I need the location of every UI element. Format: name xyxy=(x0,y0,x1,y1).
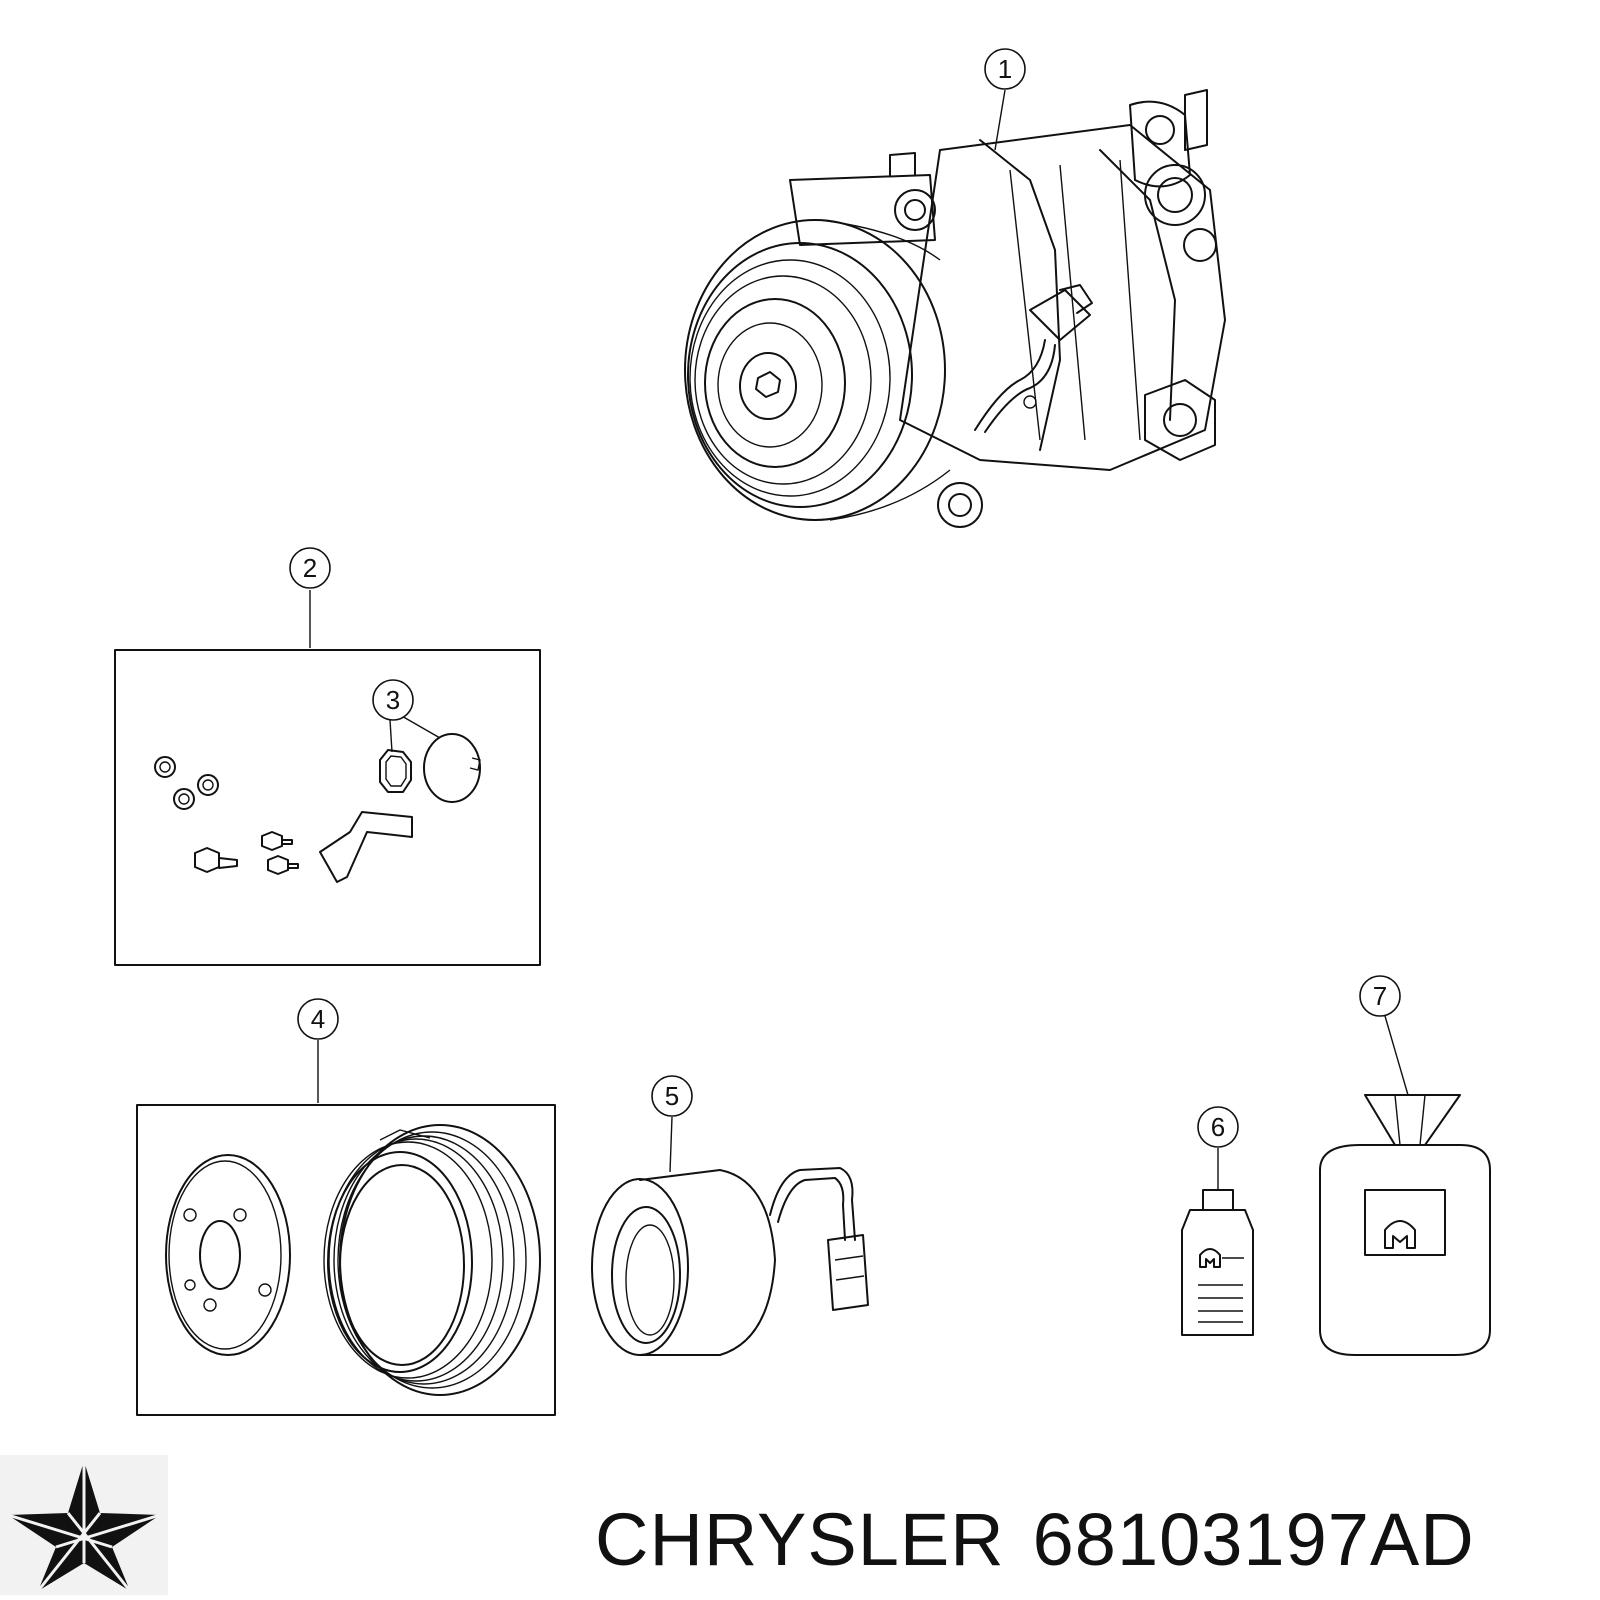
footer: CHRYSLER 68103197AD xyxy=(0,1445,1600,1595)
footer-caption: CHRYSLER 68103197AD xyxy=(595,1497,1503,1582)
compressor-illustration xyxy=(684,89,1226,528)
svg-text:6: 6 xyxy=(1211,1112,1225,1142)
callout-3: 3 xyxy=(372,679,414,721)
leader-lines xyxy=(309,89,1409,1190)
part-number: 68103197AD xyxy=(1032,1498,1475,1581)
chrysler-star-logo xyxy=(0,1455,168,1595)
svg-text:4: 4 xyxy=(311,1004,325,1034)
svg-text:5: 5 xyxy=(665,1081,679,1111)
callout-1: 1 xyxy=(984,48,1026,90)
oil-bottle-illustration xyxy=(1181,1189,1254,1336)
callout-5: 5 xyxy=(651,1075,693,1117)
callout-4: 4 xyxy=(297,998,339,1040)
callout-6: 6 xyxy=(1197,1106,1239,1148)
refrigerant-can-illustration xyxy=(1319,1094,1491,1356)
callout-2: 2 xyxy=(289,547,331,589)
clutch-coil-illustration xyxy=(591,1167,869,1356)
svg-text:3: 3 xyxy=(386,685,400,715)
clutch-kit-box xyxy=(136,1104,556,1416)
svg-text:1: 1 xyxy=(998,54,1012,84)
parts-diagram: 1 2 3 4 5 6 7 xyxy=(114,48,1491,1416)
brand-name: CHRYSLER xyxy=(595,1498,1005,1581)
svg-text:2: 2 xyxy=(303,553,317,583)
seal-kit-box xyxy=(114,649,541,966)
svg-text:7: 7 xyxy=(1373,981,1387,1011)
callout-7: 7 xyxy=(1359,975,1401,1017)
